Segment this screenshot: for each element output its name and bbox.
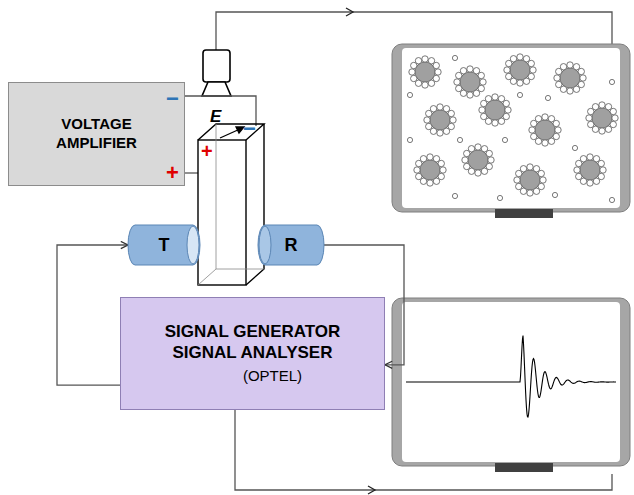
amplifier-box: VOLTAGE AMPLIFIER (8, 82, 185, 186)
polarity-sign: + (201, 141, 213, 161)
polarity-sign: − (166, 88, 179, 110)
receiver-transducer: R (258, 225, 324, 265)
field-label: E (210, 108, 221, 125)
polarity-sign: − (243, 118, 256, 140)
polarity-sign: + (166, 162, 179, 184)
sample-cell (198, 124, 264, 285)
signal-generator-box: SIGNAL GENERATOR SIGNAL ANALYSER (OPTEL) (120, 297, 385, 410)
node-title: VOLTAGE AMPLIFIER (22, 115, 172, 153)
signal-monitor (392, 298, 630, 472)
node-subtitle: (OPTEL) (243, 367, 302, 386)
node-title: T (159, 234, 170, 257)
node-title: SIGNAL GENERATOR SIGNAL ANALYSER (150, 321, 355, 364)
signal-connector (57, 245, 128, 385)
transmitter-transducer: T (128, 225, 200, 265)
node-title: R (285, 234, 298, 257)
image-monitor (392, 44, 630, 218)
camera-icon (202, 50, 231, 96)
field-arrow (220, 127, 244, 138)
